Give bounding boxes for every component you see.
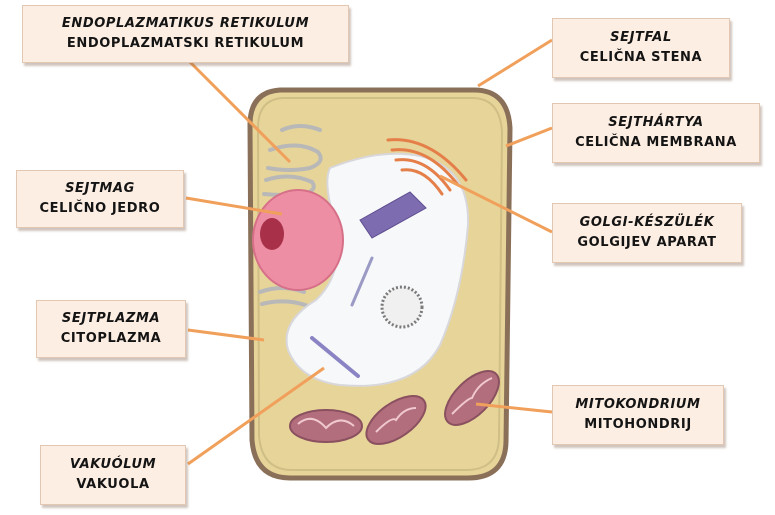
mitochondrion-1 [289, 409, 363, 443]
label-vacuole-sl: VAKUOLA [76, 477, 150, 492]
pointer-vacuole [187, 366, 325, 466]
pointer-cytoplasm [187, 328, 265, 342]
nucleolus [260, 218, 284, 250]
crystal-4 [380, 285, 424, 329]
pointer-lines [185, 38, 553, 466]
crystal-3 [310, 336, 360, 378]
nucleus [252, 189, 344, 291]
pointer-cell-wall [477, 38, 553, 88]
label-cell-wall: SEJTFAL CELIČNA STENA [552, 18, 730, 78]
label-cell-membrane: SEJTHÁRTYA CELIČNA MEMBRANA [552, 103, 760, 163]
mitochondrion-2 [365, 395, 427, 445]
label-mitochondrion: MITOKONDRIUM MITOHONDRIJ [552, 385, 724, 445]
label-cell-wall-hu: SEJTFAL [610, 30, 672, 45]
label-golgi: GOLGI-KÉSZÜLÉK GOLGIJEV APARAT [552, 203, 742, 263]
label-vacuole: VAKUÓLUM VAKUOLA [40, 445, 186, 505]
crystal-1 [359, 191, 427, 239]
crystal-2 [350, 256, 374, 307]
label-cytoplasm-hu: SEJTPLAZMA [61, 311, 161, 326]
cell-membrane [256, 97, 504, 471]
label-nucleus: SEJTMAG CELIČNO JEDRO [16, 170, 184, 228]
label-cytoplasm: SEJTPLAZMA CITOPLAZMA [36, 300, 186, 358]
pointer-golgi [439, 174, 553, 234]
label-mitochondrion-sl: MITOHONDRIJ [584, 417, 692, 432]
label-er-sl: ENDOPLAZMATSKI RETIKULUM [66, 36, 305, 51]
pointer-er [186, 58, 292, 164]
label-golgi-hu: GOLGI-KÉSZÜLÉK [579, 215, 715, 230]
pointer-mitochondrion [475, 402, 553, 414]
label-nucleus-sl: CELIČNO JEDRO [39, 201, 161, 216]
label-cell-wall-sl: CELIČNA STENA [579, 50, 703, 65]
label-nucleus-hu: SEJTMAG [65, 181, 135, 196]
pointer-cell-membrane [505, 126, 553, 148]
label-cell-membrane-hu: SEJTHÁRTYA [608, 115, 704, 130]
label-er-hu: ENDOPLAZMATIKUS RETIKULUM [61, 16, 310, 31]
mitochondrion-3 [444, 370, 500, 426]
label-cytoplasm-sl: CITOPLAZMA [60, 331, 162, 346]
label-cell-membrane-sl: CELIČNA MEMBRANA [575, 135, 737, 150]
label-mitochondrion-hu: MITOKONDRIUM [575, 397, 701, 412]
pointer-nucleus [185, 196, 283, 216]
label-golgi-sl: GOLGIJEV APARAT [577, 235, 717, 250]
label-vacuole-hu: VAKUÓLUM [69, 457, 157, 472]
label-endoplasmic-reticulum: ENDOPLAZMATIKUS RETIKULUM ENDOPLAZMATSKI… [22, 5, 349, 63]
golgi-apparatus [386, 138, 468, 196]
